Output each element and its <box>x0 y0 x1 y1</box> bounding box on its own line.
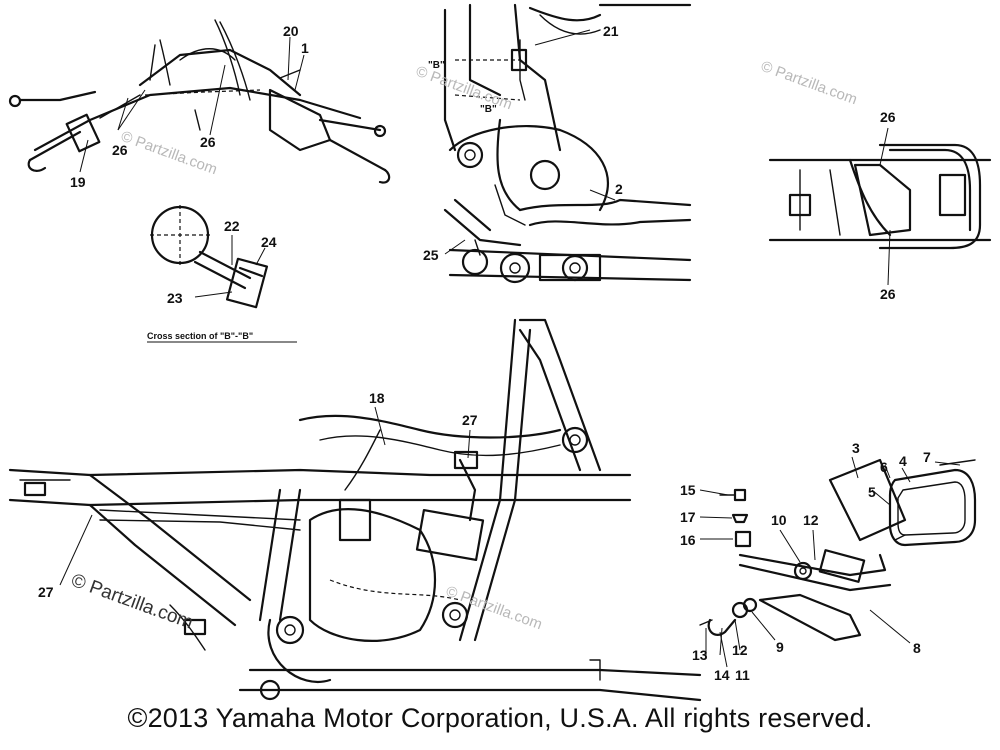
rear-fender-detail <box>768 127 992 286</box>
callout-27: 27 <box>462 412 478 428</box>
callout-21: 21 <box>603 23 619 39</box>
watermark: © Partzilla.com <box>414 63 515 114</box>
callout-11: 11 <box>735 667 750 683</box>
callout-8: 8 <box>913 640 921 656</box>
callout-26: 26 <box>880 286 896 302</box>
callout-19: 19 <box>70 174 86 190</box>
copyright-notice: ©2013 Yamaha Motor Corporation, U.S.A. A… <box>127 703 873 733</box>
callout-7: 7 <box>923 449 931 465</box>
callout-6: 6 <box>880 459 888 475</box>
main-frame <box>8 318 702 702</box>
callout-26: 26 <box>112 142 128 158</box>
callout-4: 4 <box>899 453 907 469</box>
callout-18: 18 <box>369 390 385 406</box>
callout-12: 12 <box>803 512 819 528</box>
callout-1: 1 <box>301 40 309 56</box>
callout-22: 22 <box>224 218 240 234</box>
cross-section-caption: Cross section of "B"-"B" <box>147 331 253 341</box>
callout-9: 9 <box>776 639 784 655</box>
callout-25: 25 <box>423 247 439 263</box>
callout-27: 27 <box>38 584 54 600</box>
cross-section-b-b <box>147 205 297 343</box>
callout-15: 15 <box>680 482 696 498</box>
handlebar-detail <box>8 19 391 184</box>
callout-5: 5 <box>868 484 876 500</box>
callout-14: 14 <box>714 667 730 683</box>
callout-26: 26 <box>880 109 896 125</box>
callout-2: 2 <box>615 181 623 197</box>
callout-3: 3 <box>852 440 860 456</box>
callout-16: 16 <box>680 532 696 548</box>
tail-light-assembly <box>699 456 977 668</box>
callout-17: 17 <box>680 509 696 525</box>
callout-20: 20 <box>283 23 299 39</box>
callout-26: 26 <box>200 134 216 150</box>
callout-10: 10 <box>771 512 787 528</box>
callout-24: 24 <box>261 234 277 250</box>
view-label-b-top: "B" <box>428 60 445 71</box>
frame-side-detail <box>443 3 692 284</box>
view-label-b-bottom: "B" <box>480 104 497 115</box>
watermark: © Partzilla.com <box>759 58 860 109</box>
callout-12: 12 <box>732 642 748 658</box>
callout-23: 23 <box>167 290 183 306</box>
callout-13: 13 <box>692 647 708 663</box>
callout-labels: 20 1 26 26 19 22 24 23 21 2 25 26 26 18 … <box>38 23 931 683</box>
